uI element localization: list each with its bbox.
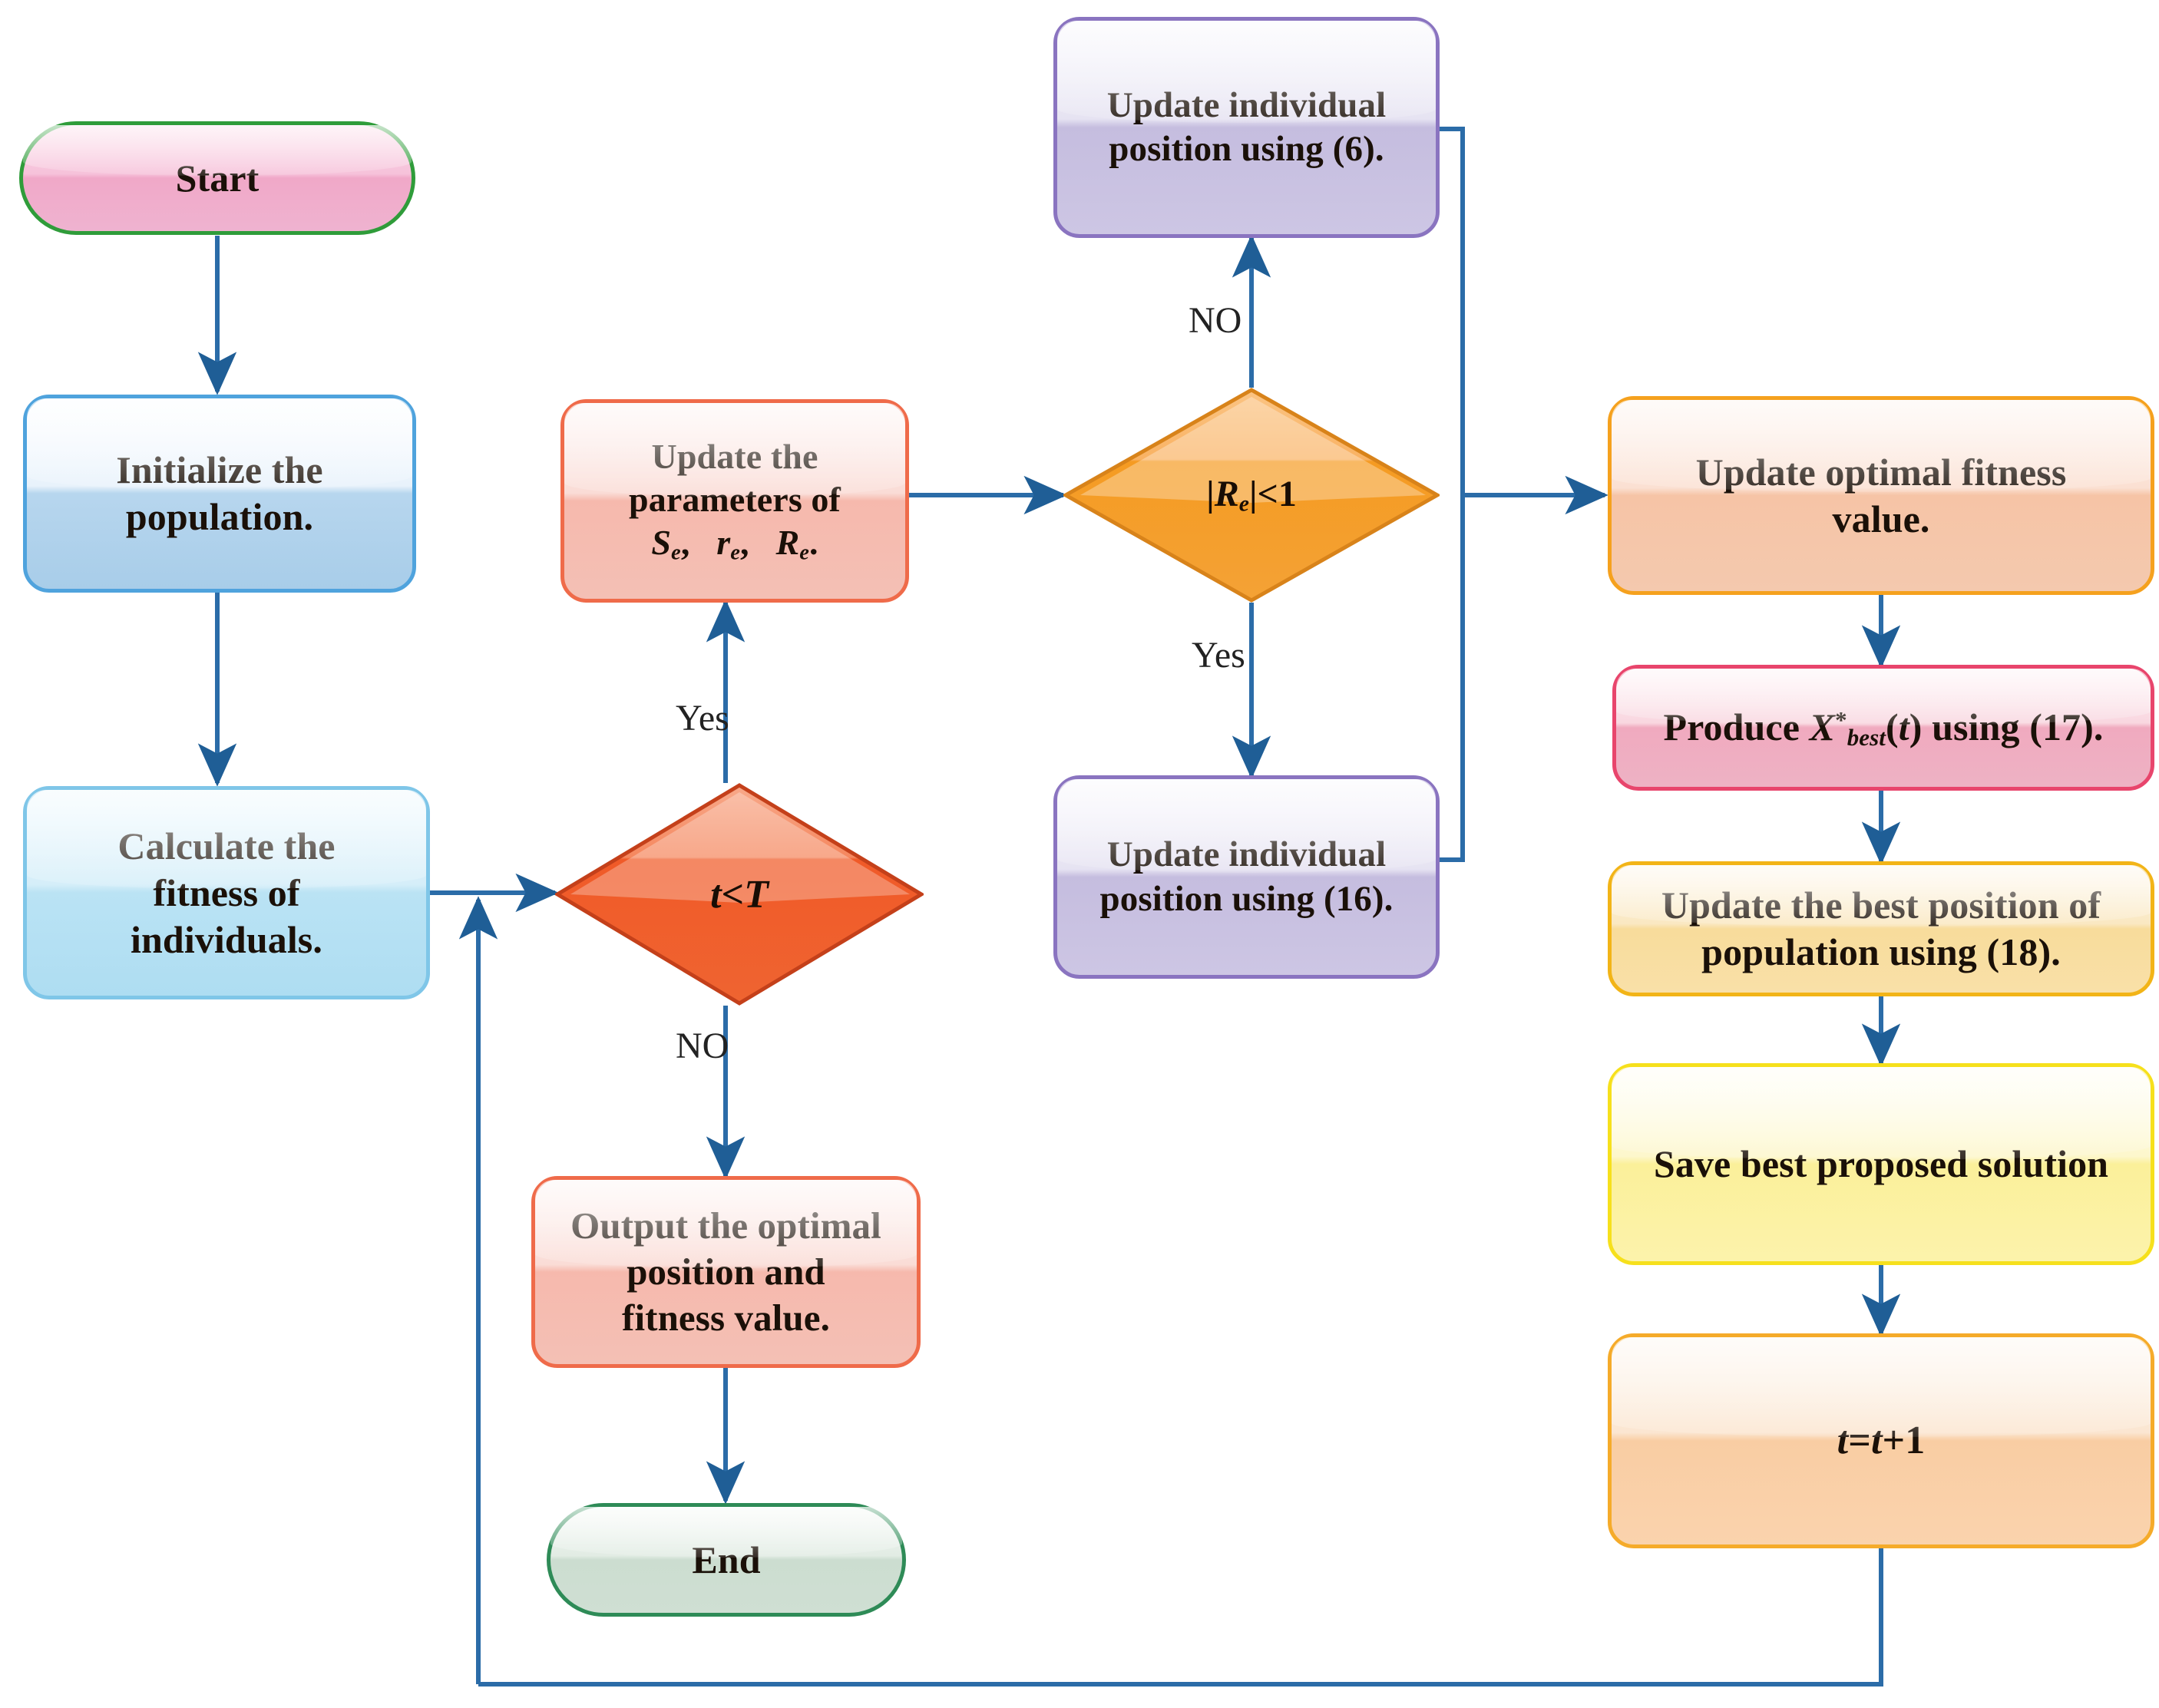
symbol-t-lhs: t xyxy=(1837,1419,1849,1463)
node-update-position-6[interactable]: Update individual position using (6). xyxy=(1053,17,1440,238)
edge-loop-bottom xyxy=(478,1548,1883,1687)
edge-label-t-no: NO xyxy=(676,1026,729,1066)
line-1: Update the best position of xyxy=(1661,884,2101,927)
node-produce-xbest-label: Produce X*best(t) using (17). xyxy=(1652,704,2114,752)
line-1: Calculate the xyxy=(117,824,336,867)
line-3: fitness value. xyxy=(622,1296,830,1339)
symbol-X-sub: best xyxy=(1847,723,1886,751)
node-decision-t-label: t<T xyxy=(710,872,769,917)
prefix: Produce xyxy=(1663,705,1810,748)
node-decision-re-label: |Re|<1 xyxy=(1206,473,1297,517)
node-output-optimal[interactable]: Output the optimal position and fitness … xyxy=(531,1176,921,1368)
symbol-X-sup: * xyxy=(1835,705,1847,733)
node-produce-xbest[interactable]: Produce X*best(t) using (17). xyxy=(1612,665,2154,791)
node-decision-t[interactable]: t<T xyxy=(555,783,924,1006)
symbol-S-sub: e xyxy=(671,540,681,565)
line-2: value. xyxy=(1832,497,1930,540)
node-initialize-population-label: Initialize the population. xyxy=(105,447,333,540)
line-2: position and xyxy=(627,1250,825,1293)
node-start[interactable]: Start xyxy=(19,121,415,235)
line-2: parameters of xyxy=(629,479,841,519)
node-update-optimal-fitness[interactable]: Update optimal fitness value. xyxy=(1608,396,2154,595)
diamond-shape-t xyxy=(555,783,924,1006)
node-start-label: Start xyxy=(175,156,260,200)
sep-2: , xyxy=(740,523,749,563)
paren-open: ( xyxy=(1886,705,1899,748)
equals: = xyxy=(1848,1419,1871,1463)
line-2: population. xyxy=(125,495,314,538)
plus-one: +1 xyxy=(1882,1419,1926,1463)
sep-1: , xyxy=(680,523,690,563)
node-update-position-16-label: Update individual position using (16). xyxy=(1089,833,1404,921)
suffix: ) using (17). xyxy=(1909,705,2104,748)
comparison: < xyxy=(721,872,745,917)
line-1: Update individual xyxy=(1106,834,1387,875)
parameters-formula: Se, re, Re. xyxy=(651,523,818,565)
edge-pos6-to-merge xyxy=(1440,127,1465,495)
line-1: Update the xyxy=(651,436,818,476)
symbol-R: R xyxy=(1214,474,1239,515)
node-end-label: End xyxy=(692,1538,761,1581)
node-update-optimal-fitness-label: Update optimal fitness value. xyxy=(1685,449,2078,543)
node-update-position-16[interactable]: Update individual position using (16). xyxy=(1053,775,1440,979)
line-1: Update individual xyxy=(1106,84,1387,125)
symbol-R: R xyxy=(775,523,800,563)
symbol-t: t xyxy=(710,872,722,917)
symbol-X: X xyxy=(1809,705,1836,748)
line-3: individuals. xyxy=(131,917,322,961)
abs-close: | xyxy=(1248,474,1258,515)
node-increment-t[interactable]: t=t+1 xyxy=(1608,1333,2154,1548)
node-calculate-fitness-label: Calculate the fitness of individuals. xyxy=(107,823,346,963)
abs-open: | xyxy=(1206,474,1215,515)
edge-pos16-to-merge xyxy=(1440,495,1465,862)
node-output-optimal-label: Output the optimal position and fitness … xyxy=(560,1203,892,1340)
node-update-position-6-label: Update individual position using (6). xyxy=(1096,84,1397,172)
symbol-T: T xyxy=(744,872,769,917)
line-1: Output the optimal xyxy=(570,1204,881,1247)
line-1: Initialize the xyxy=(116,448,323,491)
line-2: population using (18). xyxy=(1701,930,2061,973)
symbol-R-sub: e xyxy=(799,540,809,565)
symbol-r: r xyxy=(716,523,731,563)
edge-label-re-no: NO xyxy=(1189,300,1242,341)
comparison: <1 xyxy=(1257,474,1297,515)
node-decision-re[interactable]: |Re|<1 xyxy=(1063,388,1440,603)
node-calculate-fitness[interactable]: Calculate the fitness of individuals. xyxy=(23,786,430,999)
symbol-t-rhs: t xyxy=(1870,1419,1883,1463)
sep-3: . xyxy=(809,523,818,563)
node-initialize-population[interactable]: Initialize the population. xyxy=(23,395,416,593)
node-update-best-position[interactable]: Update the best position of population u… xyxy=(1608,861,2154,996)
line-1: Update optimal fitness xyxy=(1695,450,2067,494)
node-update-parameters[interactable]: Update the parameters of Se, re, Re. xyxy=(560,399,909,603)
symbol-t: t xyxy=(1898,705,1909,748)
symbol-S: S xyxy=(651,523,672,563)
symbol-r-sub: e xyxy=(730,540,741,565)
line-2: position using (16). xyxy=(1099,878,1394,919)
edge-label-re-yes: Yes xyxy=(1192,635,1245,676)
diamond-shape-re xyxy=(1063,388,1440,603)
node-update-parameters-label: Update the parameters of Se, re, Re. xyxy=(618,435,851,567)
node-end[interactable]: End xyxy=(547,1503,906,1617)
line-2: fitness of xyxy=(153,871,300,914)
node-save-best-solution[interactable]: Save best proposed solution xyxy=(1608,1063,2154,1265)
node-save-best-solution-label: Save best proposed solution xyxy=(1653,1142,2109,1185)
line-2: position using (6). xyxy=(1109,129,1384,169)
symbol-R-sub: e xyxy=(1238,491,1249,517)
node-increment-t-label: t=t+1 xyxy=(1827,1416,1936,1465)
edge-label-t-yes: Yes xyxy=(676,698,729,738)
node-update-best-position-label: Update the best position of population u… xyxy=(1651,882,2111,976)
